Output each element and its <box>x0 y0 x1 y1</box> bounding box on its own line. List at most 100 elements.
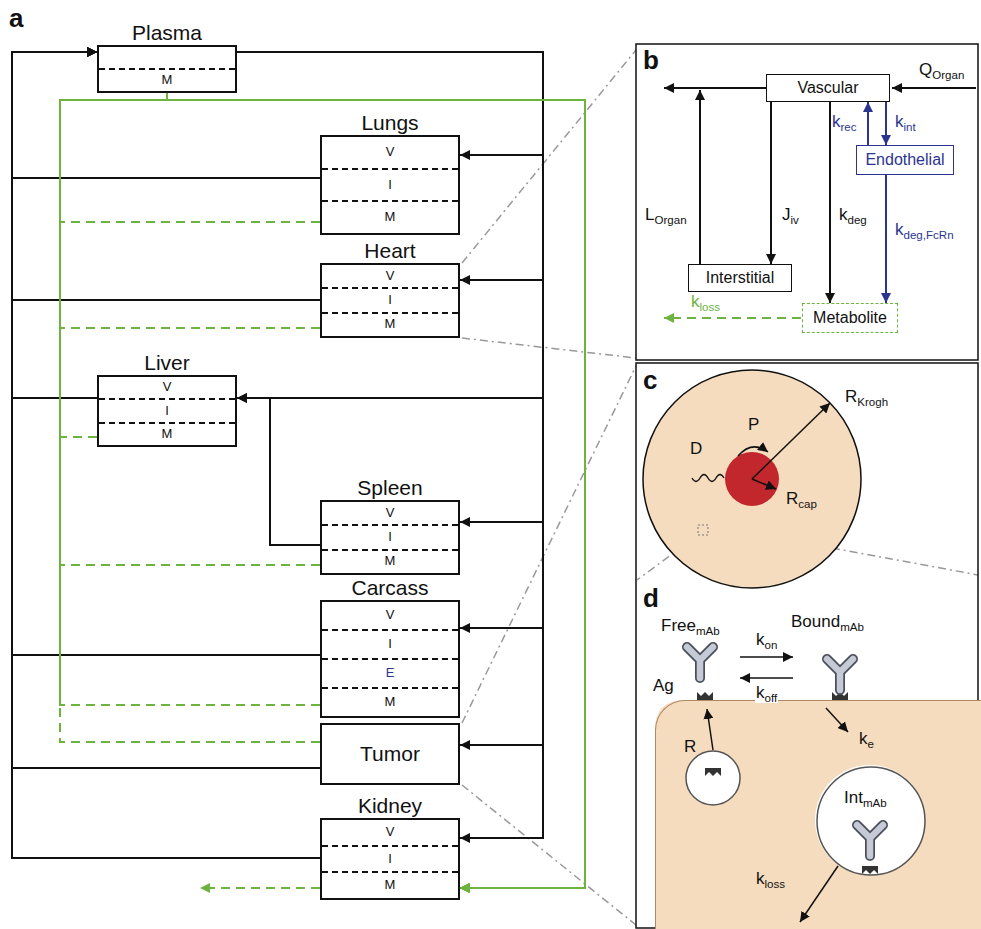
flow-arrow <box>237 52 543 398</box>
rate-label: LOrgan <box>644 205 688 225</box>
radius-arrow <box>752 403 830 479</box>
flow-arrow <box>237 52 543 838</box>
compartment-letter: V <box>386 608 395 623</box>
zoom-line <box>462 50 978 925</box>
flow-arrow <box>12 52 320 858</box>
symbol: k <box>895 220 904 239</box>
rate-label: kloss <box>690 292 721 312</box>
compartment-letter: V <box>386 506 395 521</box>
subscript: on <box>765 639 778 651</box>
subscript: deg,FcRn <box>904 229 954 241</box>
compartment-letter: M <box>385 210 396 225</box>
flow-arrow <box>12 52 320 768</box>
rate-label: Ag <box>652 676 675 696</box>
symbol: k <box>756 683 765 702</box>
box-label: Metabolite <box>813 309 887 327</box>
recycling-vesicle <box>686 751 740 805</box>
compartment-letter: M <box>385 695 396 710</box>
symbol: k <box>832 112 841 131</box>
permeability-arrow <box>738 447 768 456</box>
symbol-label: Rcap <box>786 489 817 509</box>
antigen <box>705 768 721 776</box>
recycling-arrow <box>707 709 713 750</box>
organ-compartment: SpleenVIM <box>320 500 460 575</box>
flow-arrow <box>829 102 831 303</box>
compartment-letter: M <box>162 73 173 88</box>
sub-compartment: I <box>322 168 458 201</box>
cell <box>655 700 981 929</box>
sub-compartment: I <box>322 629 458 658</box>
organ-compartment: CarcassVIEM <box>320 600 460 718</box>
sub-compartment: E <box>322 658 458 687</box>
subscript: Organ <box>932 69 964 81</box>
compartment-letter: E <box>386 666 395 681</box>
subscript: loss <box>765 878 786 890</box>
flow-arrow <box>12 52 97 398</box>
sub-compartment: V <box>99 377 235 398</box>
subscript: deg <box>848 214 867 226</box>
rate-label: FreemAb <box>660 616 721 636</box>
flow-arrow <box>867 102 869 145</box>
rate-label: kon <box>755 630 778 650</box>
radius-arrow <box>752 479 776 489</box>
rate-label: kdeg,FcRn <box>894 220 955 240</box>
compartment-letter: V <box>386 269 395 284</box>
symbol: k <box>756 630 765 649</box>
sub-compartment: I <box>322 524 458 548</box>
symbol: Int <box>844 788 863 807</box>
sub-compartment: V <box>322 265 458 287</box>
metabolite-flow <box>60 100 585 888</box>
rate-label: BoundmAb <box>790 612 865 632</box>
sub-compartment: M <box>322 871 458 898</box>
zoom-line <box>462 785 636 925</box>
symbol: Free <box>661 616 696 635</box>
box-label: Vascular <box>797 79 858 97</box>
symbol: k <box>839 205 848 224</box>
metabolite-flow <box>60 100 585 888</box>
symbol-label: kloss <box>756 869 785 889</box>
antibody <box>827 659 853 690</box>
metabolite-flow <box>60 100 585 888</box>
antibody <box>687 647 713 678</box>
rate-label: koff <box>755 683 778 703</box>
compartment-letter: M <box>385 878 396 893</box>
subscript: Organ <box>654 214 686 226</box>
metabolite-flow <box>60 100 585 888</box>
degradation-arrow <box>800 866 838 922</box>
metabolite-flow <box>60 100 585 888</box>
process-box: Interstitial <box>688 264 792 292</box>
compartment-letter: V <box>386 825 395 840</box>
organ-name: Tumor <box>360 742 420 766</box>
symbol: R <box>845 387 857 406</box>
organ-compartment: HeartVIM <box>320 263 460 338</box>
rate-label: QOrgan <box>918 60 965 80</box>
panel-letter: d <box>642 584 660 614</box>
subscript: loss <box>700 301 721 313</box>
organ-compartment: PlasmaM <box>97 45 237 93</box>
flow-arrow <box>237 52 543 628</box>
symbol: k <box>691 292 700 311</box>
subscript: e <box>868 738 874 750</box>
panel-frame <box>636 44 978 360</box>
process-box: Endothelial <box>856 145 954 175</box>
cell-body: RkeklossIntmAb <box>655 700 981 929</box>
subscript: iv <box>791 214 799 226</box>
symbol: Bound <box>791 612 840 631</box>
zoom-line <box>462 50 636 263</box>
flow-arrow <box>770 102 772 264</box>
organ-compartment: KidneyVIM <box>320 818 460 900</box>
unbinding-arrow <box>740 677 793 679</box>
compartment-letter: I <box>388 637 392 652</box>
compartment-letter: I <box>388 178 392 193</box>
sub-compartment: M <box>322 200 458 233</box>
symbol: J <box>782 205 791 224</box>
compartment-letter: I <box>388 530 392 545</box>
symbol: R <box>786 489 798 508</box>
flow-arrow <box>885 102 887 145</box>
symbol: k <box>859 729 868 748</box>
symbol: L <box>645 205 654 224</box>
rate-label: krec <box>831 112 858 132</box>
box-label: Endothelial <box>865 151 944 169</box>
